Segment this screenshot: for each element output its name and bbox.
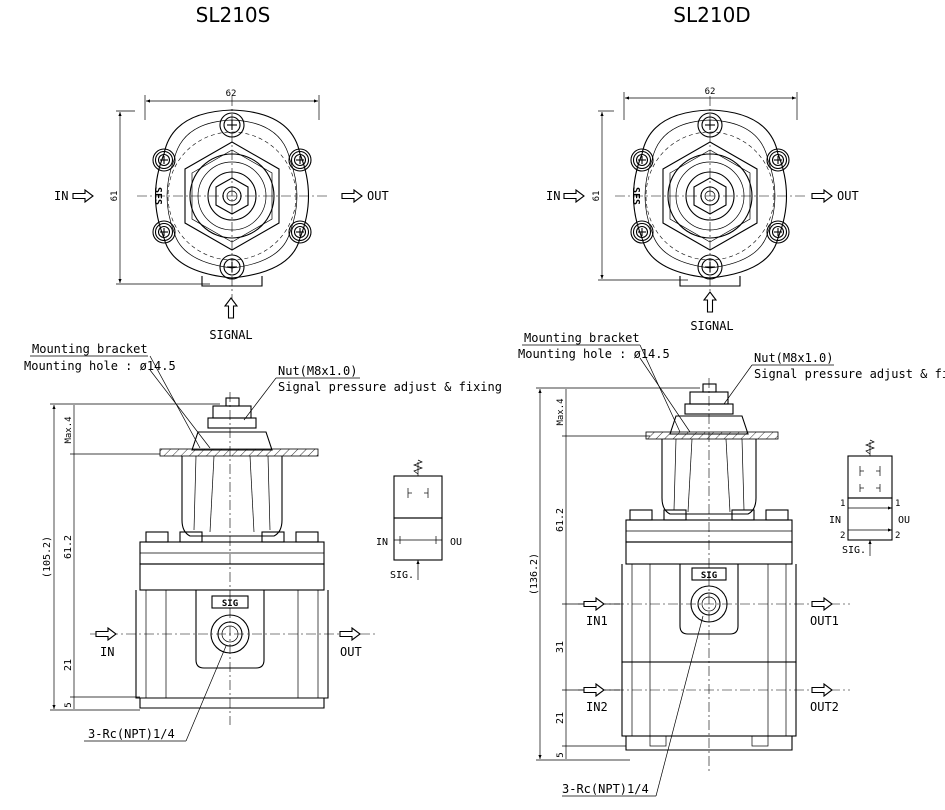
in-label: IN [546, 189, 560, 203]
in1-label: IN1 [586, 614, 608, 628]
symbol-port-1-left: 1 [840, 499, 845, 509]
dim-overall: (105.2) [42, 536, 53, 578]
dim-body: 61.2 [63, 535, 74, 559]
front-view-sl210d: Mounting bracket Mounting hole : ø14.5 N… [518, 331, 945, 797]
brand-logo: SES [630, 187, 641, 205]
dim-width: 62 [226, 89, 237, 99]
dim-port1: 31 [555, 641, 566, 653]
out-label: OUT [367, 189, 389, 203]
front-in-label: IN [100, 645, 114, 659]
symbol-sig-label: SIG. [390, 570, 414, 581]
brand-logo: SES [152, 187, 163, 205]
signal-label: SIGNAL [690, 319, 733, 333]
model-title-sl210d: SL210D [673, 3, 750, 27]
dim-base: 5 [556, 752, 566, 757]
dim-max: Max.4 [64, 416, 74, 443]
symbol-in-label: IN [376, 537, 388, 548]
nut-note: Signal pressure adjust & fixing [278, 380, 502, 394]
in-arrow-icon [563, 189, 585, 203]
bracket-label: Mounting bracket [32, 342, 148, 356]
nut-label: Nut(M8x1.0) [754, 351, 833, 365]
hole-label: Mounting hole : ø14.5 [24, 359, 176, 373]
front-view-sl210s: Mounting bracket Mounting hole : ø14.5 N… [24, 342, 502, 742]
symbol-sig-label: SIG. [842, 545, 866, 556]
in-arrow-icon [72, 189, 94, 203]
signal-arrow-icon [703, 291, 717, 313]
out1-arrow-icon [811, 597, 833, 611]
front-out-arrow-icon [339, 627, 361, 641]
port-callout: 3-Rc(NPT)1/4 [562, 782, 649, 796]
out2-arrow-icon [811, 683, 833, 697]
symbol-in-label: IN [829, 515, 841, 526]
top-view-sl210d: 62 61 SES IN OUT SIGNAL [546, 87, 859, 333]
valve-symbol-sl210d: 1 1 2 2 IN OU SIG. [829, 439, 910, 556]
top-view-sl210s: 62 61 SES IN OUT SIGNAL [54, 89, 389, 342]
in1-arrow-icon [583, 597, 605, 611]
nut-label: Nut(M8x1.0) [278, 364, 357, 378]
symbol-port-2-right: 2 [895, 531, 900, 541]
dim-max: Max.4 [556, 398, 566, 425]
dim-height: 61 [592, 191, 602, 202]
nut-note: Signal pressure adjust & fixing [754, 367, 945, 381]
front-in-arrow-icon [95, 627, 117, 641]
dim-height: 61 [110, 191, 120, 202]
out2-label: OUT2 [810, 700, 839, 714]
out1-label: OUT1 [810, 614, 839, 628]
dim-overall: (136.2) [529, 553, 540, 595]
symbol-port-2-left: 2 [840, 531, 845, 541]
dim-body: 61.2 [555, 508, 566, 532]
valve-symbol-sl210s: IN OU SIG. [376, 459, 462, 581]
symbol-out-label: OU [450, 537, 462, 548]
out-arrow-icon [341, 189, 363, 203]
dim-base: 5 [64, 702, 74, 707]
symbol-port-1-right: 1 [895, 499, 900, 509]
signal-label: SIGNAL [209, 328, 252, 342]
signal-arrow-icon [224, 297, 238, 319]
in2-label: IN2 [586, 700, 608, 714]
hole-label: Mounting hole : ø14.5 [518, 347, 670, 361]
model-title-sl210s: SL210S [196, 3, 271, 27]
symbol-out-label: OU [898, 515, 910, 526]
front-out-label: OUT [340, 645, 362, 659]
dim-port2: 21 [555, 712, 566, 724]
out-label: OUT [837, 189, 859, 203]
in-label: IN [54, 189, 68, 203]
dim-width: 62 [705, 87, 716, 97]
in2-arrow-icon [583, 683, 605, 697]
dim-port: 21 [63, 659, 74, 671]
out-arrow-icon [811, 189, 833, 203]
bracket-label: Mounting bracket [524, 331, 640, 345]
port-callout: 3-Rc(NPT)1/4 [88, 727, 175, 741]
